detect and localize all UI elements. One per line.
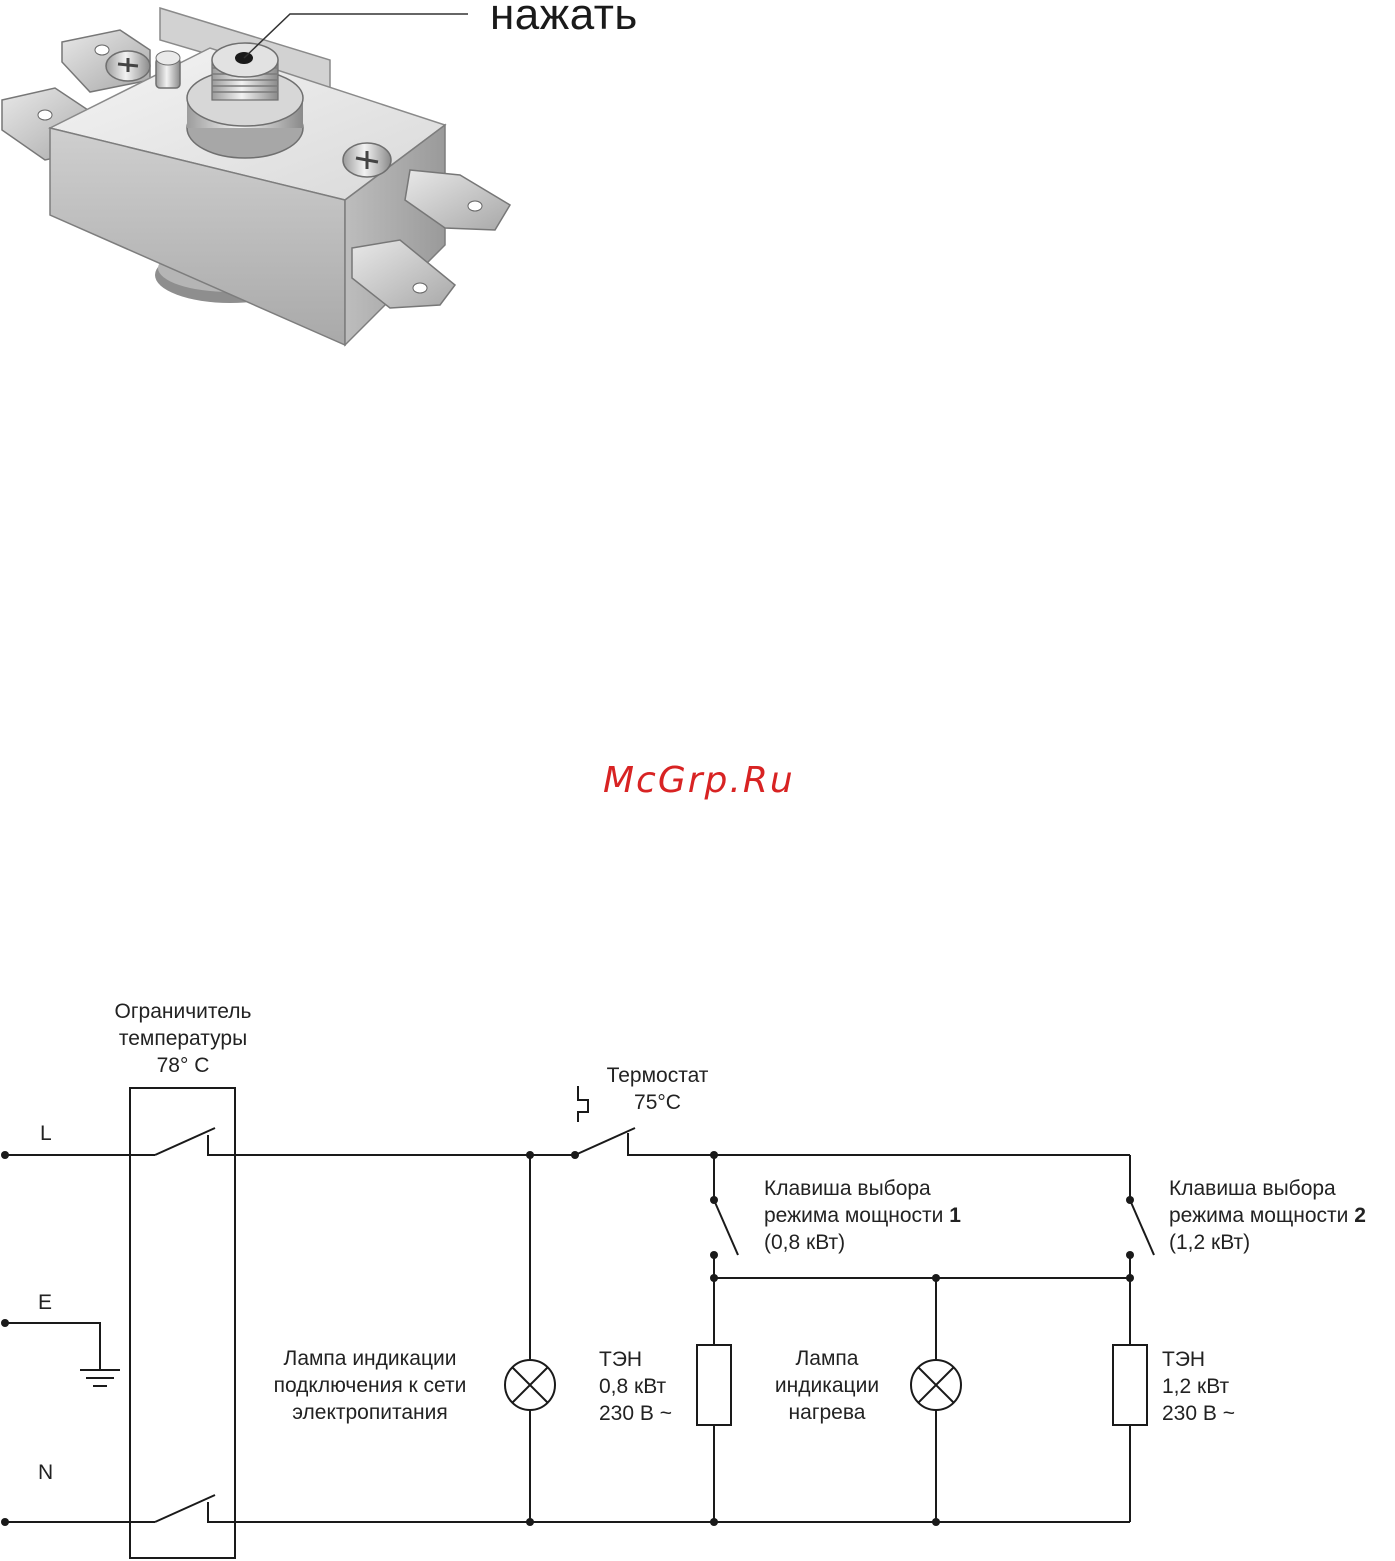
terminal-n-label: N (38, 1459, 53, 1486)
temp-limiter-box (130, 1088, 235, 1558)
heater-2-symbol (1113, 1345, 1147, 1425)
temp-limiter-label: Ограничитель температуры 78° С (83, 998, 283, 1079)
press-callout-label: нажать (490, 0, 638, 40)
earth-wire (5, 1323, 100, 1370)
power-switch-2-contact (1130, 1200, 1154, 1255)
terminal-l-label: L (40, 1120, 52, 1147)
power-switch-1-label: Клавиша выбора режима мощности 1 (0,8 кВ… (764, 1175, 961, 1256)
ground-symbol (80, 1370, 120, 1386)
mains-lamp-label: Лампа индикации подключения к сети элект… (250, 1345, 490, 1426)
heater-1-symbol (697, 1345, 731, 1425)
terminal-e-label: E (38, 1289, 52, 1316)
limiter-contact-l (155, 1128, 215, 1155)
thermostat-illustration (0, 0, 560, 360)
watermark: McGrp.Ru (603, 760, 795, 801)
heating-lamp-label: Лампа индикации нагрева (757, 1345, 897, 1426)
heater-1-label: ТЭН 0,8 кВт 230 В ~ (599, 1346, 672, 1427)
junction-dots (1, 1151, 1134, 1526)
thermostat-label: Термостат 75°С (580, 1062, 735, 1116)
heater-2-label: ТЭН 1,2 кВт 230 В ~ (1162, 1346, 1235, 1427)
limiter-contact-n (155, 1495, 215, 1522)
power-switch-2-label: Клавиша выбора режима мощности 2 (1,2 кВ… (1169, 1175, 1366, 1256)
power-switch-1-contact (714, 1200, 738, 1255)
thermostat-contact (575, 1128, 635, 1155)
